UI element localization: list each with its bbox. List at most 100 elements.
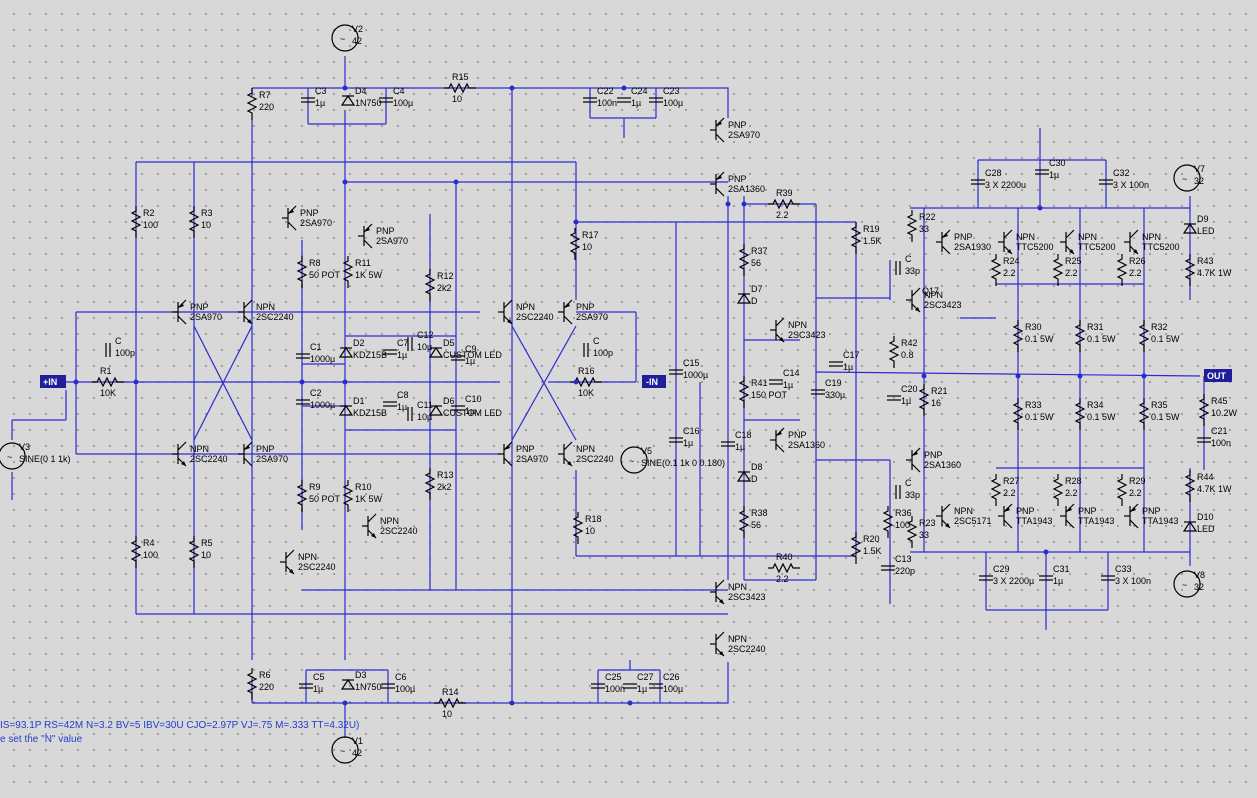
net-label-neg-in[interactable]: -IN	[642, 375, 666, 388]
component-d8-60[interactable]: D8D	[736, 462, 763, 484]
component-d7-55[interactable]: D7D	[736, 284, 763, 306]
net-label-out[interactable]: OUT	[1204, 369, 1232, 382]
spice-directive-model[interactable]: IS=93.1P RS=42M N=3.2 BV=5 IBV=30U CJO=2…	[0, 720, 359, 731]
